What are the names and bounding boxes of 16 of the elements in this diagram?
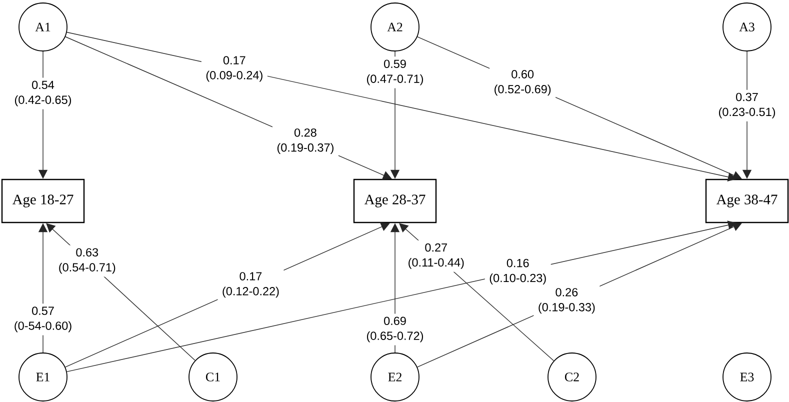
edge-label: 0.26 (0.19-0.33) bbox=[534, 285, 600, 317]
edge-label: 0.17 (0.09-0.24) bbox=[201, 53, 268, 85]
variable-box: Age 18-27 bbox=[1, 178, 85, 224]
edge-label: 0.28 (0.19-0.37) bbox=[272, 125, 338, 158]
edge-label: 0.60 (0.52-0.69) bbox=[490, 67, 556, 99]
edge-label: 0.37 (0.23-0.51) bbox=[714, 90, 780, 122]
edge-label: 0.63 (0.54-0.71) bbox=[54, 245, 120, 277]
edge-label: 0.54 (0.42-0.65) bbox=[10, 78, 76, 110]
variable-box: Age 38-47 bbox=[705, 178, 789, 224]
edge-label: 0.16 (0.10-0.23) bbox=[484, 256, 551, 288]
edge-label: 0.69 (0.65-0.72) bbox=[362, 314, 428, 346]
edge-label: 0.17 (0.12-0.22) bbox=[218, 269, 284, 301]
variable-box: Age 28-37 bbox=[353, 178, 437, 224]
edge-label: 0.57 (0-54-0.60) bbox=[10, 304, 76, 336]
edge-label: 0.27 (0.11-0.44) bbox=[403, 240, 470, 272]
edge-label: 0.59 (0.47-0.71) bbox=[362, 56, 428, 88]
